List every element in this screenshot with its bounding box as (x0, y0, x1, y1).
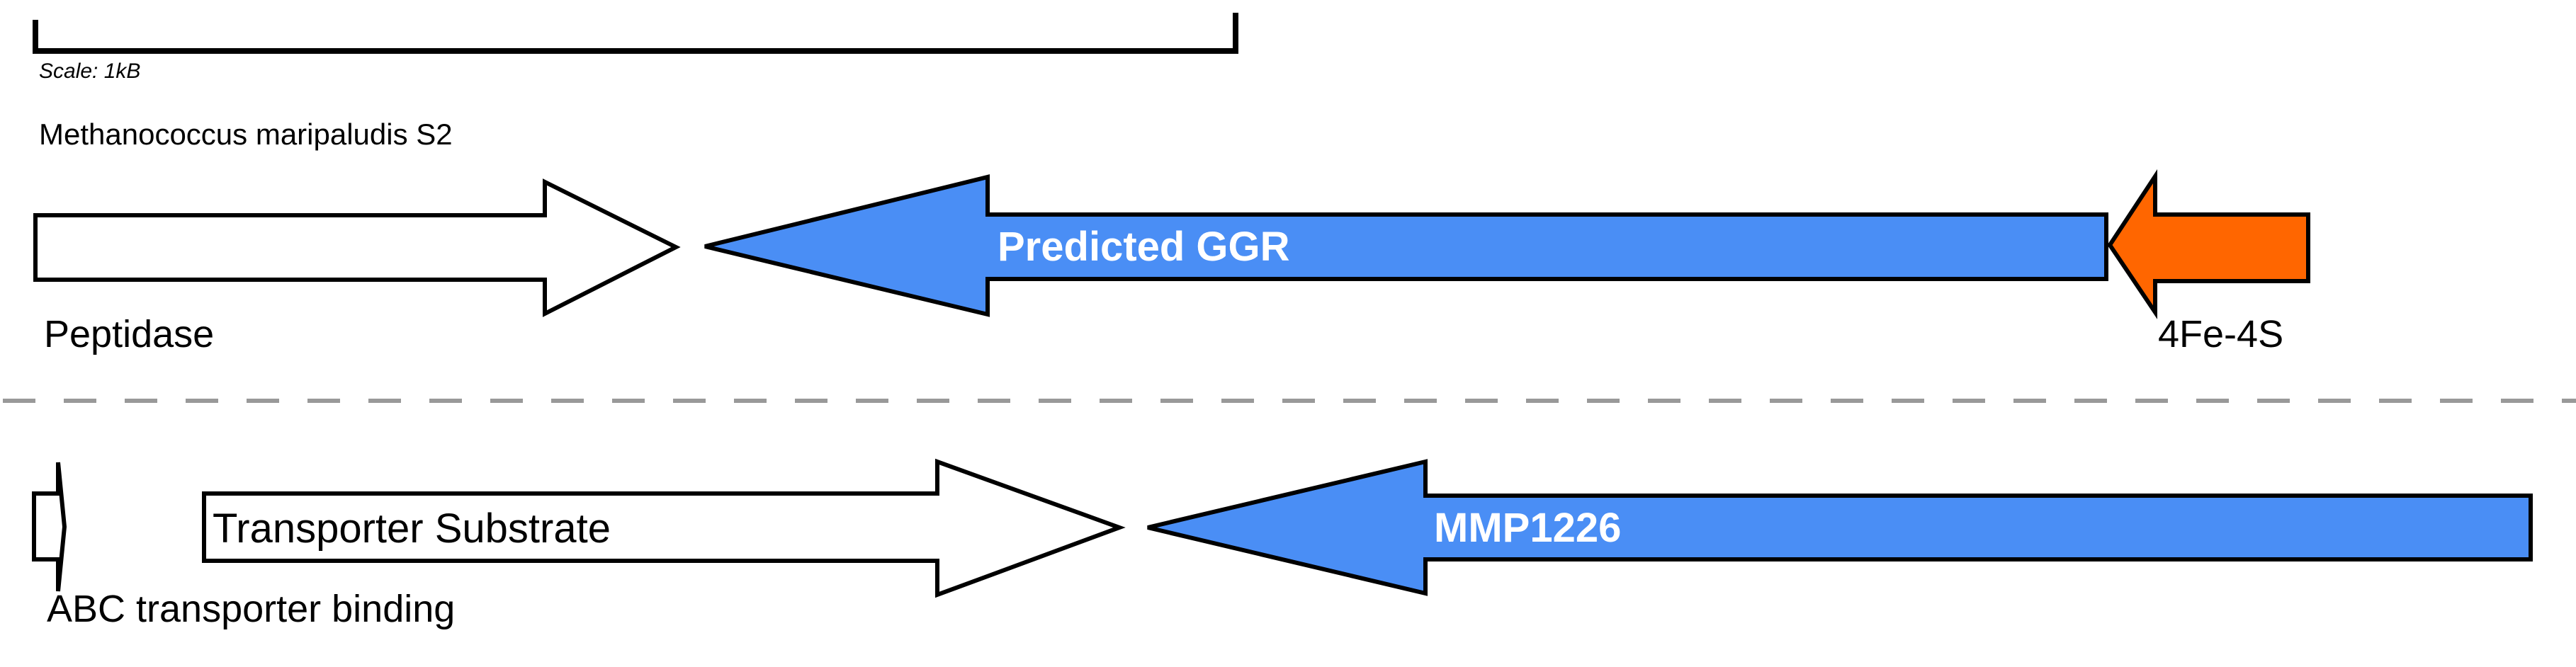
gene-arrow-mmp1226 (1147, 459, 2533, 596)
gene-label-4fe4s: 4Fe-4S (2158, 313, 2283, 355)
scale-bar (33, 13, 1238, 54)
gene-arrow-predicted-ggr (704, 174, 2108, 317)
gene-label-peptidase: Peptidase (44, 313, 214, 355)
gene-label-mmp1226: MMP1226 (1434, 505, 1621, 551)
gene-arrow-abc-transporter-binding (32, 462, 67, 592)
organism-label: Methanococcus maripaludis S2 (39, 118, 453, 151)
gene-arrow-transporter-substrate (202, 458, 1126, 598)
gene-label-transporter-substrate: Transporter Substrate (213, 506, 611, 552)
gene-arrow-4fe4s (2107, 169, 2310, 319)
gene-arrow-peptidase (33, 178, 681, 317)
gene-label-predicted-ggr: Predicted GGR (998, 224, 1290, 270)
gene-label-abc-transporter-binding: ABC transporter binding (47, 588, 455, 630)
bottom-gene-row: ABC transporter binding Transporter Subs… (32, 458, 2533, 630)
top-gene-row: Peptidase Predicted GGR 4Fe-4S (33, 169, 2310, 355)
scale-bar-label: Scale: 1kB (39, 59, 140, 83)
